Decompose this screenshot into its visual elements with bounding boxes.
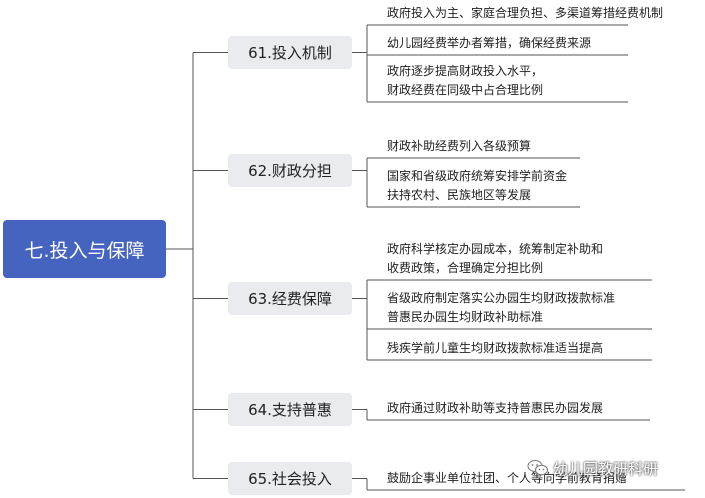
root-label: 七.投入与保障 bbox=[24, 239, 145, 262]
leaf-text: 政府逐步提高财政投入水平， bbox=[387, 64, 544, 78]
leaf-text: 鼓励企事业单位社团、个人等向学前教育捐赠 bbox=[387, 471, 628, 485]
branch-node[interactable]: 63.经费保障 bbox=[228, 282, 352, 315]
leaf-text: 残疾学前儿童生均财政拨款标准适当提高 bbox=[387, 341, 604, 355]
leaf-item[interactable]: 政府逐步提高财政投入水平， 财政经费在同级中占合理比例 bbox=[387, 62, 543, 100]
leaf-item[interactable]: 省级政府制定落实公办园生均财政拨款标准普惠民办园生均财政补助标准 bbox=[387, 289, 615, 327]
leaf-item[interactable]: 鼓励企事业单位社团、个人等向学前教育捐赠 bbox=[387, 469, 627, 488]
leaf-text: 财政补助经费列入各级预算 bbox=[387, 139, 532, 153]
watermark-text: 幼儿园教研科研 bbox=[553, 459, 659, 478]
branch-label: 65.社会投入 bbox=[248, 470, 332, 488]
leaf-text: 扶持农村、民族地区等发展 bbox=[387, 188, 532, 202]
leaf-item[interactable]: 政府投入为主、家庭合理负担、多渠道筹措经费机制 bbox=[387, 4, 663, 23]
branch-label: 62.财政分担 bbox=[248, 162, 332, 180]
branch-label: 63.经费保障 bbox=[248, 290, 332, 308]
watermark: 幼儿园教研科研 bbox=[527, 455, 658, 481]
root-node[interactable]: 七.投入与保障 bbox=[3, 220, 166, 278]
leaf-text: 国家和省级政府统筹安排学前资金 bbox=[387, 169, 568, 183]
branch-node[interactable]: 64.支持普惠 bbox=[228, 393, 352, 426]
branch-label: 61.投入机制 bbox=[248, 44, 332, 62]
leaf-text: 政府投入为主、家庭合理负担、多渠道筹措经费机制 bbox=[387, 6, 664, 20]
leaf-text: 省级政府制定落实公办园生均财政拨款标准 bbox=[387, 291, 616, 305]
leaf-item[interactable]: 国家和省级政府统筹安排学前资金扶持农村、民族地区等发展 bbox=[387, 167, 567, 205]
branch-label: 64.支持普惠 bbox=[248, 401, 332, 419]
leaf-text: 收费政策，合理确定分担比例 bbox=[387, 261, 544, 275]
leaf-text: 幼儿园经费举办者筹措，确保经费来源 bbox=[387, 36, 592, 50]
leaf-text: 财政经费在同级中占合理比例 bbox=[387, 83, 544, 97]
branch-node[interactable]: 65.社会投入 bbox=[228, 462, 352, 495]
leaf-item[interactable]: 财政补助经费列入各级预算 bbox=[387, 137, 531, 156]
branch-node[interactable]: 61.投入机制 bbox=[228, 36, 352, 69]
leaf-item[interactable]: 幼儿园经费举办者筹措，确保经费来源 bbox=[387, 34, 591, 53]
leaf-text: 普惠民办园生均财政补助标准 bbox=[387, 310, 544, 324]
leaf-item[interactable]: 政府通过财政补助等支持普惠民办园发展 bbox=[387, 399, 603, 418]
leaf-text: 政府科学核定办园成本，统筹制定补助和 bbox=[387, 242, 604, 256]
leaf-item[interactable]: 政府科学核定办园成本，统筹制定补助和收费政策，合理确定分担比例 bbox=[387, 240, 603, 278]
wechat-icon bbox=[527, 460, 548, 476]
branch-node[interactable]: 62.财政分担 bbox=[228, 154, 352, 187]
leaf-text: 政府通过财政补助等支持普惠民办园发展 bbox=[387, 401, 604, 415]
leaf-item[interactable]: 残疾学前儿童生均财政拨款标准适当提高 bbox=[387, 339, 603, 358]
